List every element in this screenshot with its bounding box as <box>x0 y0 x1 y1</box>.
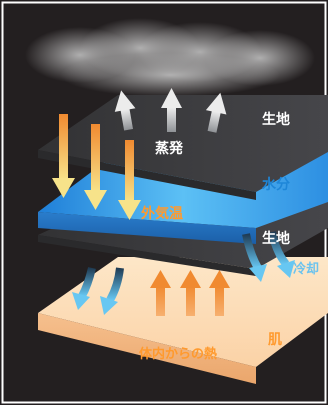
outside-heat-arrow-icon <box>84 124 107 210</box>
label-body-heat: 体内からの熱 <box>139 347 218 362</box>
label-water: 水分 <box>262 177 290 193</box>
outside-heat-arrow-icon <box>118 140 141 220</box>
label-outside-temp: 外気温 <box>141 206 183 222</box>
outside-heat-arrows <box>52 114 141 220</box>
vapor-arrows <box>114 88 227 133</box>
label-cloth-bottom: 生地 <box>262 231 290 247</box>
body-heat-arrow-icon <box>209 270 230 316</box>
body-heat-arrow-icon <box>150 270 171 316</box>
skin-layer <box>38 257 328 384</box>
vapor-up-arrow-icon <box>161 88 182 132</box>
body-heat-arrow-icon <box>180 270 201 316</box>
cooling-arrow-icon <box>268 231 295 278</box>
label-cooling: 冷却 <box>293 262 320 277</box>
cooling-arrows <box>72 231 295 315</box>
label-skin: 肌 <box>268 332 282 348</box>
vapor-up-arrow-icon <box>205 92 227 133</box>
cooling-arrow-icon <box>100 267 124 315</box>
label-cloth-top: 生地 <box>262 112 290 128</box>
body-heat-arrows <box>150 270 230 316</box>
cooling-arrow-icon <box>72 267 96 310</box>
label-evaporation: 蒸発 <box>155 141 183 157</box>
outside-heat-arrow-icon <box>52 114 75 198</box>
cooling-arrow-icon <box>242 233 267 282</box>
vapor-up-arrow-icon <box>114 90 136 131</box>
vapor-cloud <box>25 18 315 97</box>
